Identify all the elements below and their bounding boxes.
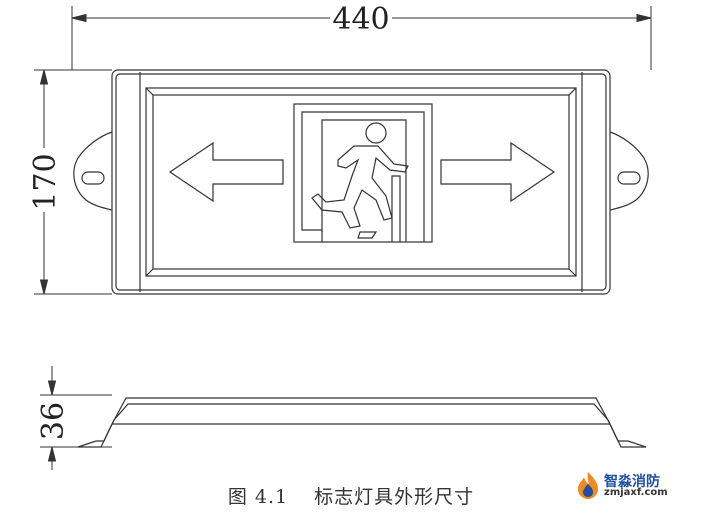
height-dimension	[34, 69, 112, 295]
depth-arrow-bottom	[47, 446, 57, 462]
height-arrow-top	[39, 69, 49, 85]
side-left-flange	[77, 440, 97, 448]
exit-sign-frame	[293, 103, 433, 243]
right-mounting-ear	[609, 131, 649, 211]
width-dimension	[71, 6, 652, 70]
height-dimension-label: 170	[28, 153, 63, 210]
depth-arrow-top	[47, 380, 57, 396]
figure-title: 标志灯具外形尺寸	[314, 486, 475, 508]
housing-outer-lip	[115, 73, 607, 291]
exit-door-edge	[391, 175, 401, 242]
site-watermark: 智淼消防 zmjaxf.com	[574, 470, 702, 502]
right-arrow-icon	[440, 141, 556, 203]
side-right-flange	[627, 440, 647, 448]
panel-bevel-tr	[568, 87, 577, 96]
figure-caption: 图 4.1 标志灯具外形尺寸	[0, 482, 702, 509]
figure-label: 图 4.1	[227, 486, 289, 508]
width-arrow-right	[636, 13, 652, 23]
panel-bevel-br	[568, 268, 577, 277]
lamp-side-view	[77, 397, 647, 448]
height-arrow-bottom	[39, 279, 49, 295]
side-profile-inner	[96, 403, 628, 442]
width-arrow-left	[71, 13, 87, 23]
technical-drawing: 440 170	[28, 2, 652, 470]
panel-bevel-bl	[145, 268, 154, 277]
running-man-icon	[311, 122, 409, 239]
lamp-front-view	[73, 69, 649, 295]
left-arrow-icon	[168, 141, 284, 203]
housing-outer	[111, 69, 611, 295]
depth-dimension	[40, 366, 112, 470]
panel-bevel-tl	[145, 87, 154, 96]
watermark-url: zmjaxf.com	[604, 487, 668, 498]
left-mounting-hole	[81, 171, 105, 185]
depth-dimension-label: 36	[36, 402, 71, 440]
width-dimension-label: 440	[332, 2, 389, 37]
display-panel-inner	[152, 94, 570, 270]
side-profile-outer	[78, 397, 646, 448]
watermark-name: 智淼消防	[604, 474, 660, 490]
right-mounting-hole	[617, 171, 641, 185]
watermark-logo-icon	[578, 472, 598, 499]
exit-door-opening	[321, 119, 407, 242]
display-panel-outer	[145, 87, 577, 277]
left-mounting-ear	[73, 131, 113, 211]
